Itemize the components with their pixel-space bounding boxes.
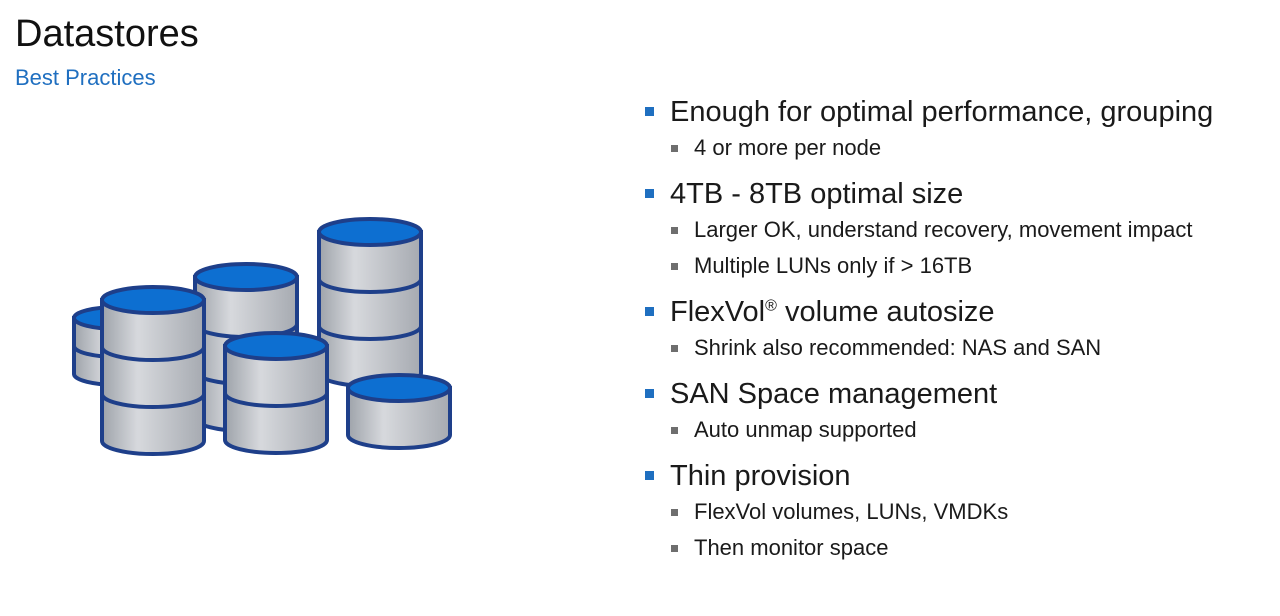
sub-bullet-text: FlexVol volumes, LUNs, VMDKs xyxy=(694,499,1009,524)
bullet-item: SAN Space management xyxy=(644,376,1274,412)
bullet-text: 4TB - 8TB optimal size xyxy=(670,178,964,210)
sub-bullet-item: 4 or more per node xyxy=(644,130,1274,166)
sub-bullet-text: Shrink also recommended: NAS and SAN xyxy=(694,335,1102,360)
database-cylinder xyxy=(100,285,206,456)
registered-mark: ® xyxy=(765,297,777,315)
sub-bullet-marker xyxy=(671,227,678,234)
bullet-marker xyxy=(645,389,654,398)
sub-bullet-item: Then monitor space xyxy=(644,530,1274,566)
sub-bullet-marker xyxy=(671,509,678,516)
bullet-group: Enough for optimal performance, grouping… xyxy=(644,94,1274,166)
sub-bullet-item: FlexVol volumes, LUNs, VMDKs xyxy=(644,494,1274,530)
page-subtitle: Best Practices xyxy=(15,65,156,90)
page-title: Datastores xyxy=(15,13,199,55)
sub-bullet-text: Auto unmap supported xyxy=(694,417,917,442)
database-stack-icon xyxy=(72,217,452,456)
bullet-group: 4TB - 8TB optimal size Larger OK, unders… xyxy=(644,176,1274,284)
bullet-item: Enough for optimal performance, grouping xyxy=(644,94,1274,130)
database-cylinder xyxy=(346,373,452,450)
bullet-item: Thin provision xyxy=(644,458,1274,494)
bullet-list: Enough for optimal performance, grouping… xyxy=(644,94,1274,576)
bullet-text: SAN Space management xyxy=(670,378,998,410)
sub-bullet-item: Shrink also recommended: NAS and SAN xyxy=(644,330,1274,366)
sub-bullet-item: Multiple LUNs only if > 16TB xyxy=(644,248,1274,284)
bullet-text: Thin provision xyxy=(670,460,851,492)
bullet-group: SAN Space management Auto unmap supporte… xyxy=(644,376,1274,448)
sub-bullet-item: Larger OK, understand recovery, movement… xyxy=(644,212,1274,248)
bullet-marker xyxy=(645,307,654,316)
bullet-marker xyxy=(645,471,654,480)
sub-bullet-text: Then monitor space xyxy=(694,535,889,560)
sub-bullet-item: Auto unmap supported xyxy=(644,412,1274,448)
sub-bullet-text: 4 or more per node xyxy=(694,135,882,160)
bullet-item: 4TB - 8TB optimal size xyxy=(644,176,1274,212)
bullet-item: FlexVol® volume autosize xyxy=(644,294,1274,330)
bullet-group: Thin provision FlexVol volumes, LUNs, VM… xyxy=(644,458,1274,566)
sub-bullet-marker xyxy=(671,145,678,152)
bullet-text: Enough for optimal performance, grouping xyxy=(670,96,1214,128)
bullet-text: FlexVol xyxy=(670,296,766,328)
bullet-group: FlexVol® volume autosize Shrink also rec… xyxy=(644,294,1274,366)
sub-bullet-marker xyxy=(671,263,678,270)
database-cylinder xyxy=(223,331,329,455)
bullet-marker xyxy=(645,107,654,116)
bullet-text-continued: volume autosize xyxy=(776,296,995,328)
sub-bullet-text: Multiple LUNs only if > 16TB xyxy=(694,253,973,278)
sub-bullet-marker xyxy=(671,427,678,434)
database-cylinder xyxy=(317,217,423,388)
bullet-marker xyxy=(645,189,654,198)
sub-bullet-marker xyxy=(671,345,678,352)
sub-bullet-marker xyxy=(671,545,678,552)
sub-bullet-text: Larger OK, understand recovery, movement… xyxy=(694,217,1193,242)
